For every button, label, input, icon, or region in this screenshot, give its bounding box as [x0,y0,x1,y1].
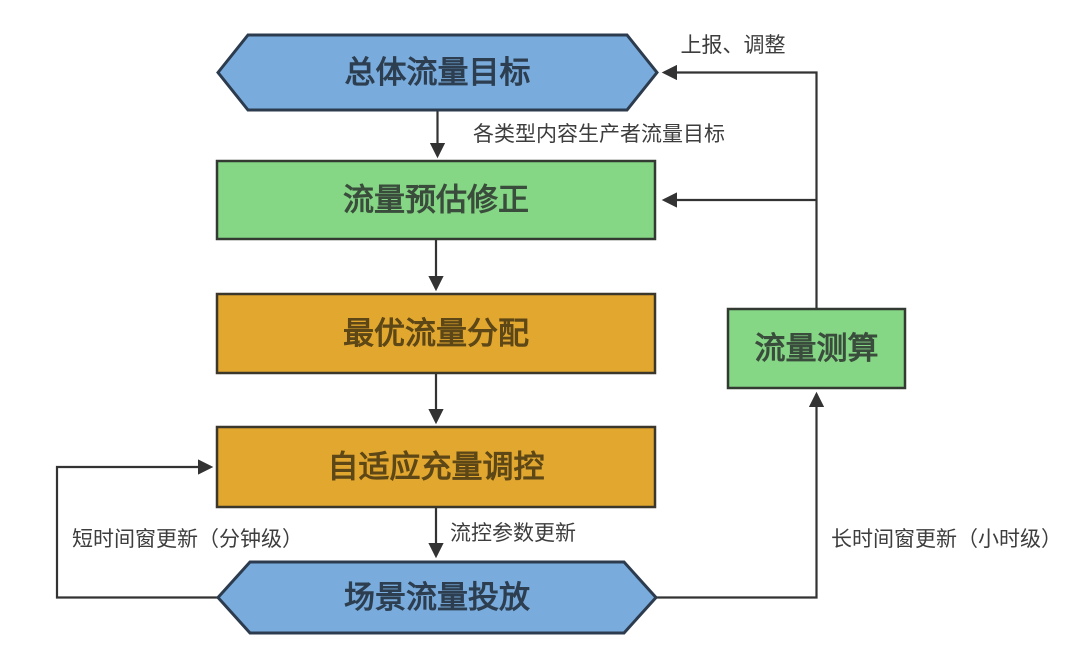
arrow-measurement-to-target [661,64,818,309]
arrow-delivery-to-measurement [656,391,825,599]
hexagon-shape [216,33,659,112]
arrow-delivery-to-adaptive-loop [55,459,218,599]
node-label-scene-delivery: 场景流量投放 [344,580,531,615]
node-label-traffic-measurement: 流量测算 [755,331,879,366]
edge-label-report-adjust: 上报、调整 [681,34,786,57]
edge-label-producer-targets: 各类型内容生产者流量目标 [473,123,725,146]
node-label-overall-target: 总体流量目标 [345,55,531,90]
node-scene-delivery: 场景流量投放 [215,560,659,635]
edge-label-short-window: 短时间窗更新（分钟级） [72,528,303,551]
node-label-adaptive-control: 自适应充量调控 [328,450,545,485]
node-label-forecast-correction: 流量预估修正 [343,183,529,218]
node-traffic-measurement: 流量测算 [726,307,907,390]
rect-shape [215,159,657,241]
edge-label-flow-params: 流控参数更新 [450,522,576,545]
node-optimal-allocation: 最优流量分配 [215,292,657,375]
hexagon-shape [215,560,659,635]
node-adaptive-control: 自适应充量调控 [215,425,657,509]
rect-shape [215,425,657,509]
rect-shape [215,292,657,375]
node-forecast-correction: 流量预估修正 [215,159,657,241]
node-label-optimal-allocation: 最优流量分配 [343,316,529,351]
edge-label-long-window: 长时间窗更新（小时级） [831,528,1062,551]
rect-shape [726,307,907,390]
node-overall-target: 总体流量目标 [216,33,659,112]
